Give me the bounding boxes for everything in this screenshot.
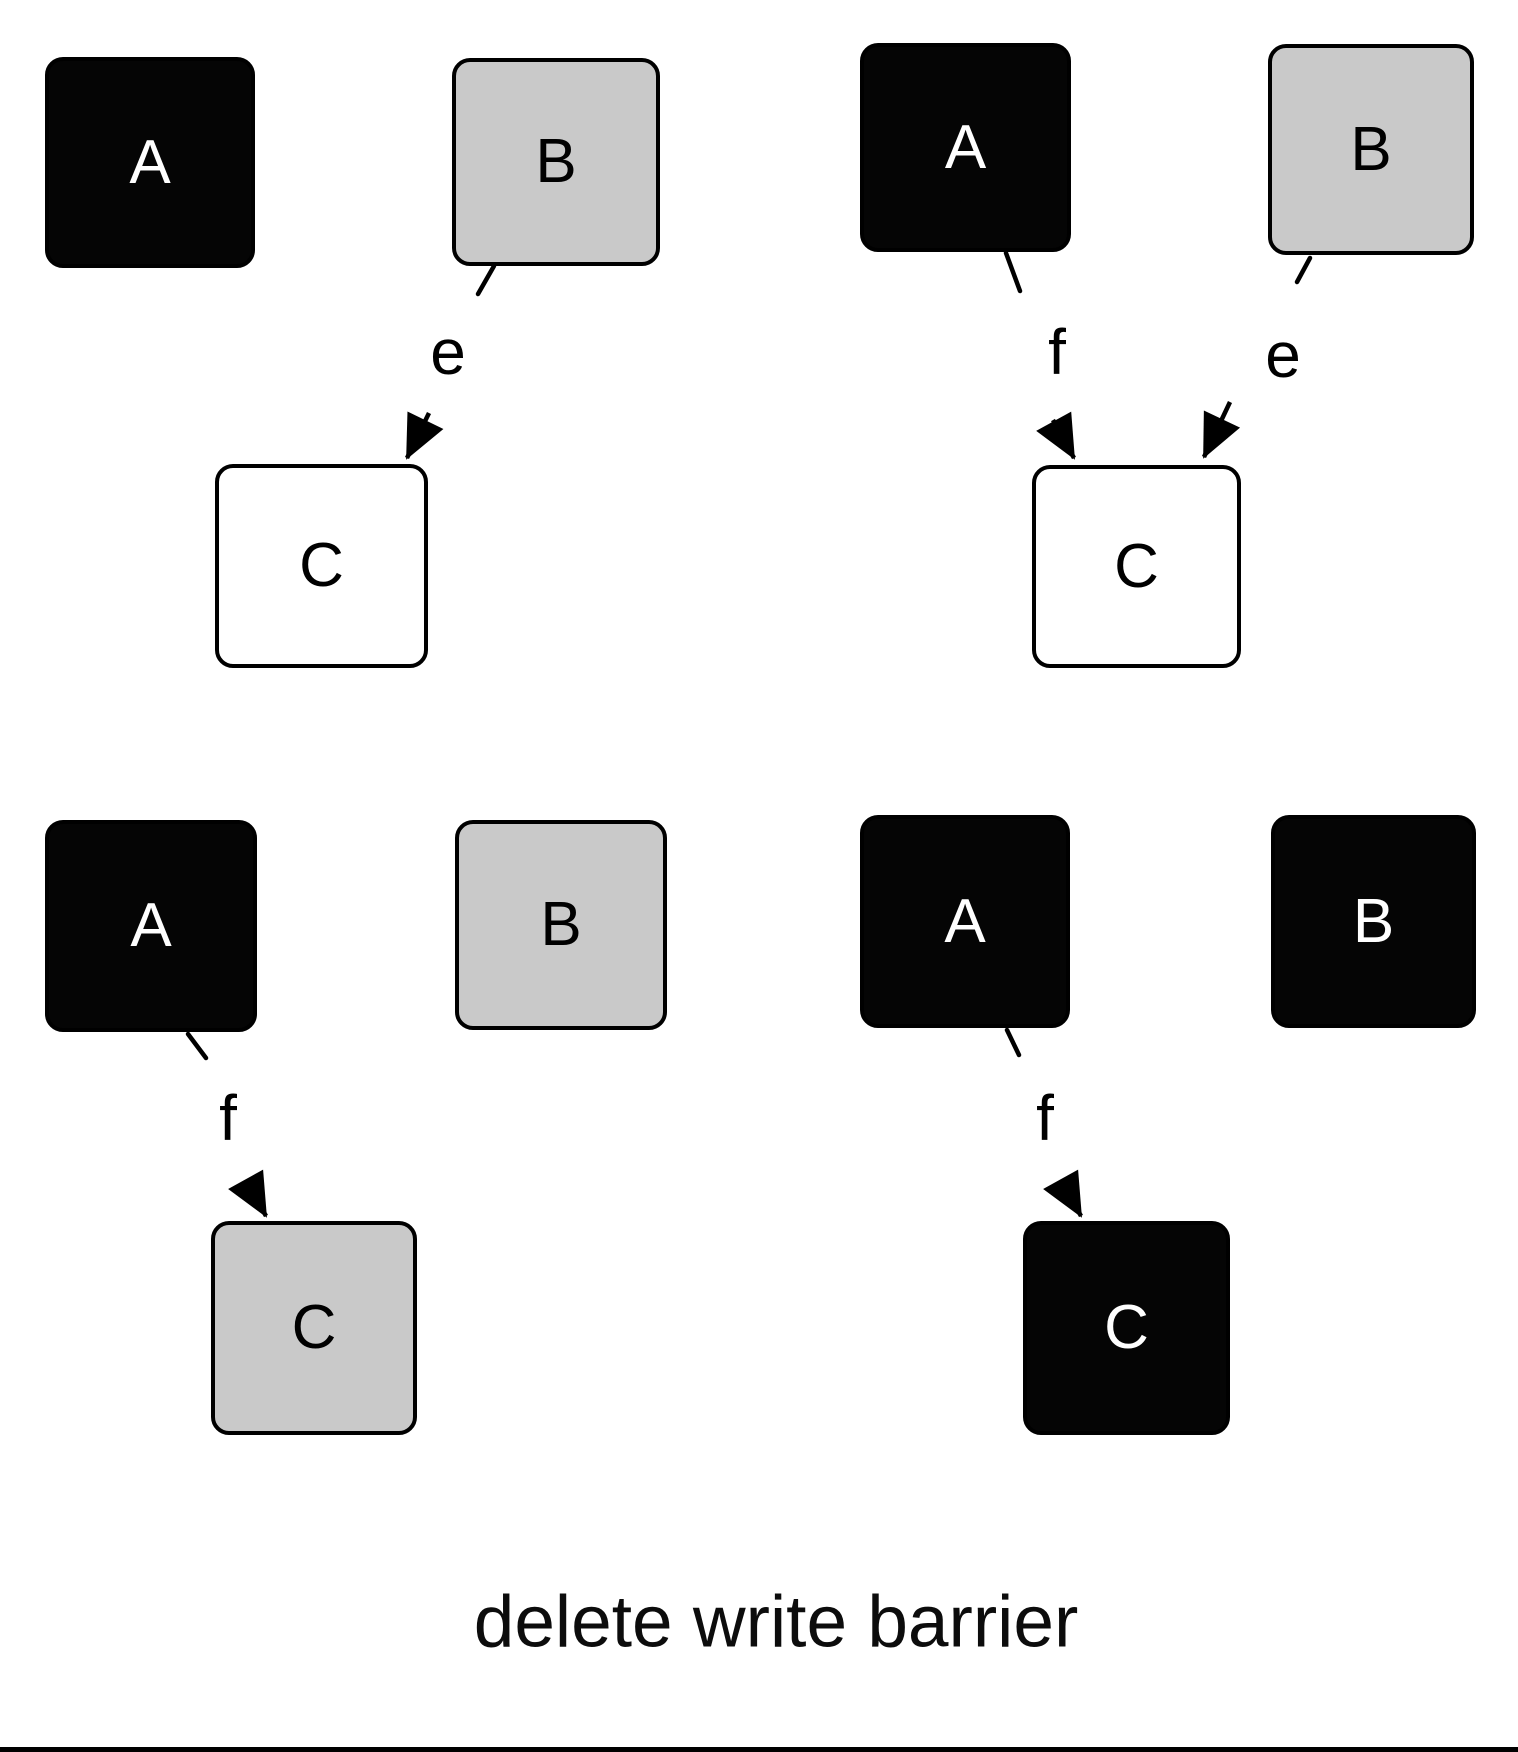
- node-A-label: A: [944, 886, 986, 956]
- edge-arrow: [228, 1169, 268, 1218]
- node-C-label: C: [291, 1293, 337, 1362]
- edge-label-f: f: [213, 1086, 243, 1150]
- edge-label-f: f: [1042, 320, 1072, 384]
- node-B: B: [455, 820, 667, 1030]
- node-B-label: B: [1350, 114, 1392, 184]
- edge-label-e: e: [424, 320, 472, 384]
- node-B: B: [452, 58, 660, 266]
- node-A: A: [860, 815, 1070, 1028]
- node-A: A: [860, 43, 1071, 252]
- node-C-label: C: [299, 531, 344, 600]
- node-C-label: C: [1114, 531, 1159, 601]
- node-C-label: C: [1104, 1293, 1149, 1362]
- edge-arrow: [404, 411, 444, 460]
- edge-stub: [475, 263, 497, 297]
- node-B-label: B: [540, 890, 582, 959]
- node-A-label: A: [129, 127, 171, 197]
- node-A: A: [45, 820, 257, 1032]
- edge-label-f: f: [1030, 1086, 1060, 1150]
- edge-stub: [185, 1031, 209, 1061]
- edge-arrow: [1201, 401, 1241, 459]
- node-C: C: [211, 1221, 417, 1435]
- edge-stub: [1003, 250, 1023, 294]
- node-B-label: B: [535, 127, 577, 196]
- node-B: B: [1268, 44, 1474, 255]
- caption: delete write barrier: [473, 1581, 1079, 1663]
- edge-arrow: [1043, 1169, 1083, 1218]
- node-B: B: [1271, 815, 1476, 1028]
- edge-stub: [1294, 255, 1313, 285]
- bottom-border: [0, 1747, 1518, 1752]
- node-A-label: A: [944, 112, 987, 182]
- node-C: C: [1023, 1221, 1230, 1435]
- edge-label-e: e: [1259, 323, 1307, 387]
- node-A: A: [45, 57, 255, 268]
- node-B-label: B: [1352, 886, 1395, 956]
- edge-stub: [1004, 1027, 1022, 1058]
- edge-arrow: [1036, 411, 1076, 460]
- node-C: C: [1032, 465, 1241, 668]
- node-C: C: [215, 464, 428, 668]
- node-A-label: A: [130, 891, 172, 960]
